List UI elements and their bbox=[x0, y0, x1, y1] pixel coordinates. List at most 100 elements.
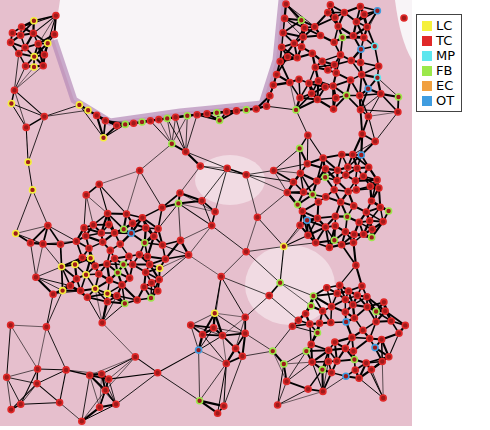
cell-node bbox=[291, 40, 297, 46]
graph-edge bbox=[48, 226, 77, 242]
graph-edge bbox=[242, 351, 272, 356]
graph-edge bbox=[226, 333, 245, 363]
legend-label: LC bbox=[436, 18, 452, 33]
cell-node bbox=[131, 120, 137, 126]
graph-edge bbox=[274, 148, 300, 170]
cell-node bbox=[284, 378, 290, 384]
cell-node bbox=[331, 39, 337, 45]
cell-node bbox=[88, 255, 94, 261]
cell-node bbox=[83, 233, 89, 239]
legend-swatch bbox=[422, 96, 432, 106]
graph-edge bbox=[368, 94, 380, 117]
cell-node bbox=[374, 177, 380, 183]
graph-edge bbox=[100, 374, 102, 407]
cell-node bbox=[57, 400, 63, 406]
graph-edge bbox=[109, 379, 116, 404]
graph-edge bbox=[199, 350, 200, 401]
cell-node bbox=[401, 15, 407, 21]
cell-node bbox=[350, 348, 356, 354]
cell-node bbox=[98, 230, 104, 236]
cell-node bbox=[277, 59, 283, 65]
cell-node bbox=[334, 358, 340, 364]
graph-edge bbox=[14, 66, 43, 91]
cell-node bbox=[380, 395, 386, 401]
graph-edge bbox=[7, 377, 37, 383]
cell-node bbox=[395, 109, 401, 115]
graph-edge bbox=[278, 364, 284, 405]
graph-edge bbox=[212, 226, 246, 252]
cell-node bbox=[266, 293, 272, 299]
graph-edge bbox=[323, 376, 346, 391]
graph-edge bbox=[224, 356, 243, 406]
cell-node bbox=[156, 277, 162, 283]
cell-node bbox=[377, 204, 383, 210]
cell-node bbox=[11, 87, 17, 93]
cell-node bbox=[368, 367, 374, 373]
cell-node bbox=[270, 348, 276, 354]
graph-edge bbox=[11, 325, 47, 327]
cell-node bbox=[322, 174, 328, 180]
legend-label: MP bbox=[436, 48, 455, 63]
cell-node bbox=[67, 283, 73, 289]
graph-edge bbox=[180, 166, 200, 193]
cell-node bbox=[121, 226, 127, 232]
graph-edge bbox=[79, 105, 103, 138]
cell-node bbox=[282, 15, 288, 21]
graph-edge bbox=[11, 104, 26, 128]
cell-node bbox=[4, 374, 10, 380]
cell-node bbox=[299, 44, 305, 50]
cell-node bbox=[9, 30, 15, 36]
cell-node bbox=[352, 367, 358, 373]
cell-node bbox=[369, 198, 375, 204]
graph-edge bbox=[36, 277, 70, 286]
stroma-region bbox=[195, 155, 265, 205]
cell-node bbox=[309, 50, 315, 56]
cell-node bbox=[402, 322, 408, 328]
cell-node bbox=[320, 308, 326, 314]
cell-node bbox=[58, 241, 64, 247]
cell-node bbox=[293, 107, 299, 113]
graph-edge bbox=[375, 112, 398, 141]
graph-edge bbox=[221, 252, 246, 277]
cell-node bbox=[374, 8, 380, 14]
graph-edge bbox=[28, 162, 32, 190]
legend-label: EC bbox=[436, 78, 453, 93]
cell-node bbox=[283, 1, 289, 7]
graph-edge bbox=[158, 373, 200, 401]
cell-node bbox=[112, 230, 118, 236]
cell-node bbox=[99, 320, 105, 326]
cell-node bbox=[307, 321, 313, 327]
legend-row: EC bbox=[422, 78, 455, 93]
cell-node bbox=[143, 269, 149, 275]
cell-node bbox=[178, 237, 184, 243]
cell-node bbox=[289, 323, 295, 329]
cell-node bbox=[357, 4, 363, 10]
cell-node bbox=[304, 161, 310, 167]
cell-node bbox=[340, 35, 346, 41]
cell-node bbox=[156, 117, 162, 123]
cell-node bbox=[218, 274, 224, 280]
graph-edge bbox=[200, 364, 227, 401]
cell-node bbox=[360, 327, 366, 333]
graph-edge bbox=[150, 121, 171, 144]
graph-edge bbox=[323, 362, 329, 392]
graph-edge bbox=[38, 327, 47, 369]
graph-edge bbox=[214, 328, 236, 349]
cell-node bbox=[312, 24, 318, 30]
cell-node bbox=[224, 109, 230, 115]
cell-node bbox=[351, 315, 357, 321]
cell-node bbox=[319, 58, 325, 64]
cell-node bbox=[378, 91, 384, 97]
cell-node bbox=[358, 60, 364, 66]
cell-node bbox=[312, 64, 318, 70]
cell-node bbox=[332, 213, 338, 219]
legend-row: TC bbox=[422, 33, 455, 48]
graph-edge bbox=[202, 168, 227, 200]
cell-node bbox=[139, 215, 145, 221]
graph-edge bbox=[44, 105, 79, 117]
cell-node bbox=[357, 93, 363, 99]
cell-node bbox=[318, 33, 324, 39]
cell-node bbox=[369, 226, 375, 232]
cell-node bbox=[184, 113, 190, 119]
cell-node bbox=[315, 215, 321, 221]
